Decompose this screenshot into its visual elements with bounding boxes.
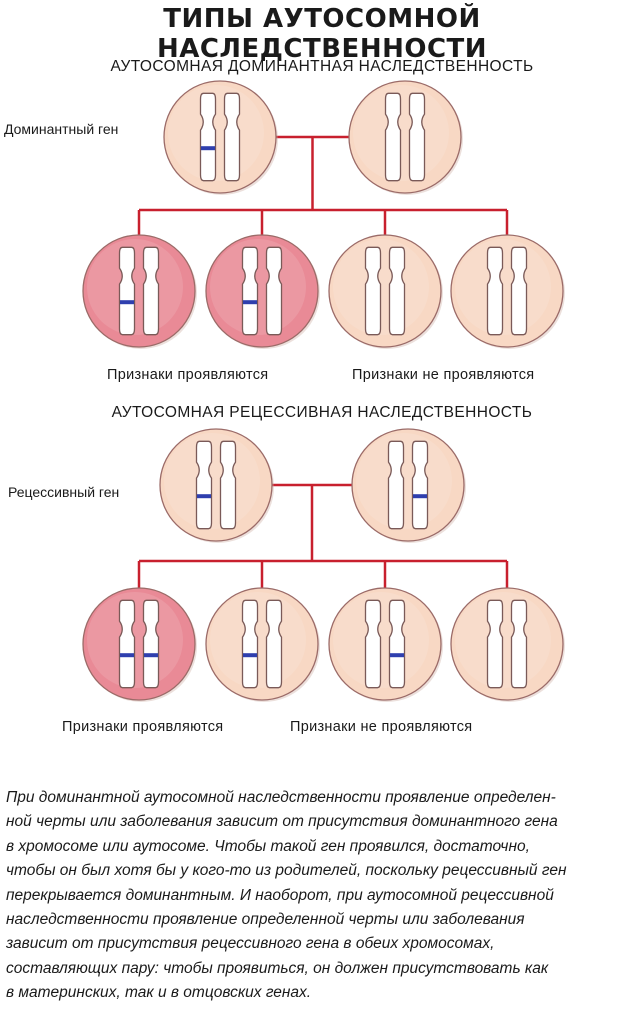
chromosome [388,246,406,336]
cell-circle [328,234,442,348]
dominant-child-cell [205,234,320,349]
chromosome [241,599,259,689]
chromosome [223,92,241,182]
gene-marker [243,653,257,658]
cell-circle [450,587,564,701]
recessive-heading: АУТОСОМНАЯ РЕЦЕССИВНАЯ НАСЛЕДСТВЕННОСТЬ [111,404,533,421]
gene-marker [197,494,211,499]
inheritance-diagram [82,80,565,702]
chromosome [265,599,283,689]
chromosome [510,246,528,336]
dominant-caption-shown: Признаки проявляются [107,367,269,383]
chromosome [118,246,136,336]
chromosome [142,599,160,689]
chromosome [364,246,382,336]
chromosome [486,246,504,336]
gene-marker [120,653,134,658]
cell-circle [163,80,277,194]
description-line: наследственности проявление определенной… [6,911,525,929]
dominant-child-cell [82,234,197,349]
recessive-child-cell [205,587,320,702]
page-title: ТИПЫ АУТОСОМНОЙ НАСЛЕДСТВЕННОСТИ [156,4,488,64]
recessive-gene-label: Рецессивный ген [8,484,120,500]
chromosome [241,246,259,336]
description-line: в хромосоме или аутосоме. Чтобы такой ге… [6,837,530,855]
recessive-child-cell [450,587,565,702]
chromosome [411,440,429,530]
recessive-parent-cell [351,428,466,543]
cell-circle [205,234,319,348]
dominant-child-cell [328,234,443,349]
cell-circle [82,587,196,701]
gene-marker [413,494,427,499]
recessive-caption-not-shown: Признаки не проявляются [290,719,473,735]
description-line: в материнских, так и в отцовских генах. [6,984,312,1002]
description-line: составляющих пару: чтобы проявиться, он … [6,959,549,977]
dominant-parent-cell [163,80,278,195]
cell-circle [159,428,273,542]
chromosome [388,599,406,689]
gene-marker [390,653,404,658]
cell-circle [348,80,462,194]
description-line: ной черты или заболевания зависит от при… [6,813,558,831]
description-line: При доминантной аутосомной наследственно… [6,789,556,806]
gene-marker [201,146,215,151]
chromosome [384,92,402,182]
cell-circle [205,587,319,701]
description-text: При доминантной аутосомной наследственно… [6,786,638,1006]
gene-marker [144,653,158,658]
chromosome [265,246,283,336]
chromosome [408,92,426,182]
recessive-child-cell [82,587,197,702]
dominant-heading: АУТОСОМНАЯ ДОМИНАНТНАЯ НАСЛЕДСТВЕННОСТЬ [110,58,534,75]
cell-circle [351,428,465,542]
chromosome [195,440,213,530]
chromosome [219,440,237,530]
recessive-parent-cell [159,428,274,543]
cell-circle [450,234,564,348]
description-line: чтобы он был хотя бы у кого-то из родите… [6,862,567,880]
dominant-gene-label: Доминантный ген [4,121,119,137]
chromosome [364,599,382,689]
recessive-child-cell [328,587,443,702]
chromosome [199,92,217,182]
dominant-child-cell [450,234,565,349]
description-line: перекрывается доминантным. И наоборот, п… [6,886,554,904]
dominant-parent-cell [348,80,463,195]
chromosome [510,599,528,689]
cell-circle [328,587,442,701]
chromosome [142,246,160,336]
chromosome [118,599,136,689]
cell-circle [82,234,196,348]
chromosome [486,599,504,689]
dominant-caption-not-shown: Признаки не проявляются [352,367,535,383]
gene-marker [120,300,134,305]
recessive-caption-shown: Признаки проявляются [62,719,224,735]
chromosome [387,440,405,530]
gene-marker [243,300,257,305]
description-line: зависит от присутствия рецессивного гена… [6,935,495,953]
